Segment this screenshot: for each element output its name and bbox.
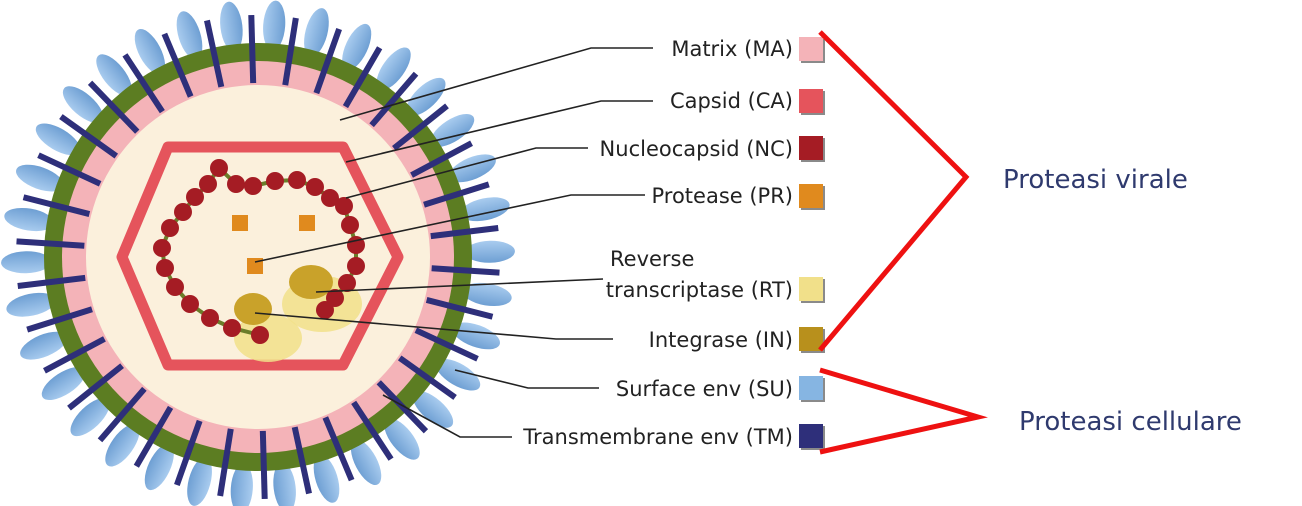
legend-label-protease: Protease (PR)	[651, 184, 793, 208]
bracket-viral	[820, 32, 966, 350]
nucleocapsid-bead	[181, 295, 199, 313]
legend-label-nucleocapsid: Nucleocapsid (NC)	[600, 137, 793, 161]
group-brackets	[820, 32, 978, 452]
surface-env-spike	[465, 240, 515, 263]
nucleocapsid-bead	[156, 259, 174, 277]
nucleocapsid-bead	[174, 203, 192, 221]
legend-label-surface-env: Surface env (SU)	[616, 377, 793, 401]
legend-label-transmembrane-env: Transmembrane env (TM)	[522, 425, 793, 449]
viral-interior	[86, 85, 430, 429]
nucleocapsid-bead	[161, 219, 179, 237]
nucleocapsid-bead	[347, 257, 365, 275]
nucleocapsid-bead	[223, 319, 241, 337]
nucleocapsid-bead	[201, 309, 219, 327]
legend-swatches	[799, 37, 825, 450]
legend-label-capsid: Capsid (CA)	[670, 89, 793, 113]
legend-label-reverse-transcriptase-line2: transcriptase (RT)	[606, 278, 793, 302]
legend-swatch	[799, 136, 823, 160]
legend-swatch	[799, 376, 823, 400]
nucleocapsid-bead	[266, 172, 284, 190]
legend-swatch	[799, 277, 823, 301]
legend-swatch	[799, 37, 823, 61]
bracket-cellular	[820, 370, 978, 452]
legend-swatch	[799, 184, 823, 208]
group-label-viral: Proteasi virale	[1003, 165, 1188, 195]
nucleocapsid-bead	[244, 177, 262, 195]
group-label-cellular: Proteasi cellulare	[1019, 407, 1242, 437]
nucleocapsid-bead	[341, 216, 359, 234]
legend-label-reverse-transcriptase-line1: Reverse	[610, 247, 694, 271]
legend-label-matrix: Matrix (MA)	[671, 37, 793, 61]
nucleocapsid-bead	[210, 159, 228, 177]
nucleocapsid-bead	[153, 239, 171, 257]
nucleocapsid-bead	[199, 175, 217, 193]
legend-swatch	[799, 424, 823, 448]
nucleocapsid-bead	[338, 274, 356, 292]
nucleocapsid-bead	[186, 188, 204, 206]
nucleocapsid-bead	[227, 175, 245, 193]
nucleocapsid-bead	[335, 197, 353, 215]
legend-label-integrase: Integrase (IN)	[649, 328, 793, 352]
nucleocapsid-bead	[166, 278, 184, 296]
nucleocapsid-bead	[251, 326, 269, 344]
legend-swatch	[799, 89, 823, 113]
surface-env-spike	[1, 251, 51, 274]
nucleocapsid-bead	[306, 178, 324, 196]
nucleocapsid-bead	[316, 301, 334, 319]
nucleocapsid-bead	[288, 171, 306, 189]
